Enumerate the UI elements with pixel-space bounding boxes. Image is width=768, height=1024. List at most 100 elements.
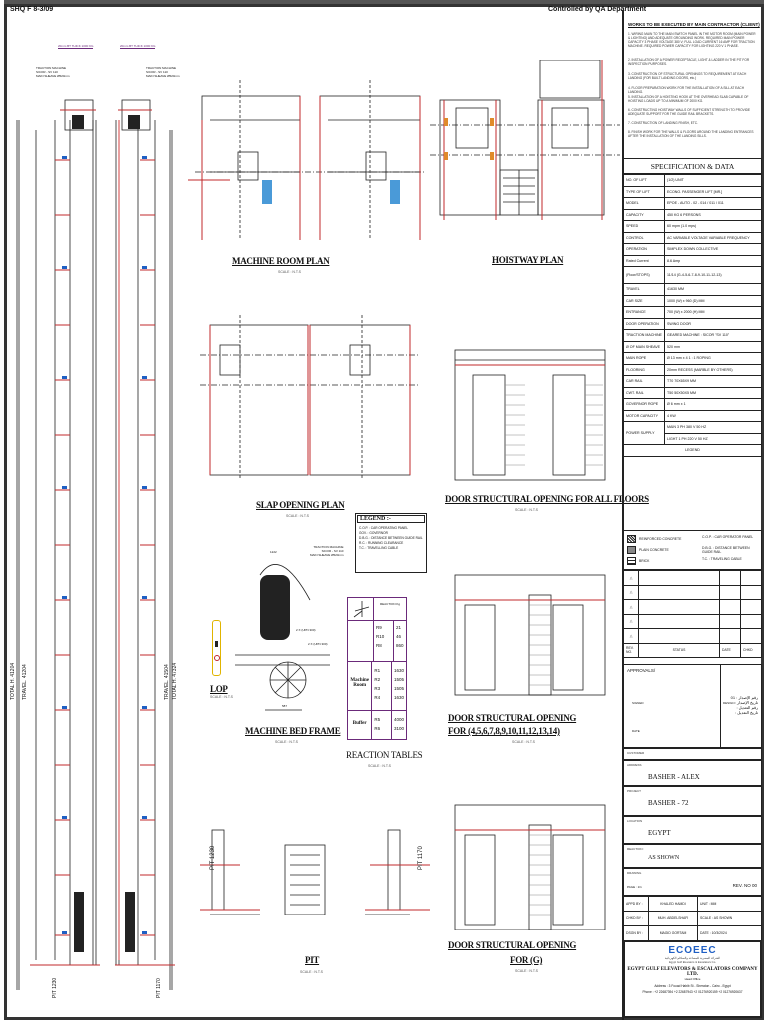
revision-row: △: [623, 628, 762, 644]
note-item: 8. FINISH WORK FOR THE WALLS & FLOORS AR…: [628, 130, 754, 138]
machine-bed-frame-title: MACHINE BED FRAME: [245, 726, 341, 736]
company-name: EGYPT GULF ELEVATORS & ESCALATORS COMPAN…: [627, 967, 758, 977]
drawing-box: DRAWING PAGE : 1/1 REV. NO 00: [623, 868, 762, 896]
sweep-dim: 1222: [270, 550, 277, 554]
pit-scale: SCALE : N.T.S: [300, 970, 323, 974]
machine-room-group: Machine Room: [348, 662, 373, 710]
machine-room-plan-drawing: [188, 80, 425, 240]
customer-box: CUSTOMER: [623, 748, 762, 760]
company-block: ECOEEC الشركة المصرية للمصاعد والسلالم ا…: [623, 940, 762, 1018]
revision-row: △: [623, 570, 762, 586]
buffer-group: Buffer: [348, 711, 373, 739]
reaction-box: REACTION : AS SHOWN: [623, 844, 762, 868]
contractor-notes-title: WORKS TO BE EXECUTED BY MAIN CONTRACTOR …: [628, 22, 760, 27]
door-g-title-line2: FOR (G): [510, 955, 543, 965]
pit-title: PIT: [305, 955, 320, 965]
slab-opening-plan-title: SLAP OPENING PLAN: [256, 500, 345, 510]
beam-note-2: 2 X (UPN 300): [308, 642, 328, 646]
reaction-diagram-icon: [348, 598, 374, 620]
company-logo: ECOEEC: [668, 945, 717, 956]
location-box: LOCATION EGYPT: [623, 816, 762, 844]
legend-title: LEGEND :-: [357, 515, 425, 523]
door-opening-all-floors-drawing: [454, 349, 606, 481]
display-icon: [215, 641, 218, 647]
control-panel-symbol: [262, 180, 272, 204]
sheet-top-border: [4, 0, 764, 6]
drawing-sheet-frame: [4, 4, 764, 1020]
hoistway-plan-drawing: [430, 60, 620, 220]
door-g-scale: SCALE : N.T.S: [515, 969, 538, 973]
revision-triangle-icon: △: [623, 584, 639, 600]
legend-item: T.C. : TRAVELLING CABLE: [359, 546, 399, 550]
machine-room-plan-scale: SCALE : N.T.S: [278, 270, 301, 274]
machine-note: TRACTION MACHINE SICOR - SV 110 MAIN SHE…: [310, 545, 344, 557]
door-all-floors-scale: SCALE : N.T.S: [515, 508, 538, 512]
reaction-tables-scale: SCALE : N.T.S: [368, 764, 391, 768]
legend-item: R.C. : RUNNING CLEARANCE: [359, 541, 404, 545]
door-g-title-line1: DOOR STRUCTURAL OPENING: [448, 940, 577, 950]
pit-depth-right: PIT 1170: [418, 846, 424, 870]
traction-machine-symbol: [260, 575, 290, 640]
legend-item: D.B.G. : DISTANCE BETWEEN GUIDE RAIL: [359, 536, 423, 540]
company-phones: Phone : +2 22687394 +2 22687943 +2 01276…: [642, 990, 743, 994]
arabic-issue-info: رقم الإصدار : 01 تاريخ الإصدار : رقم الت…: [730, 695, 758, 715]
door-opening-4-14-drawing: [454, 574, 606, 696]
title-block-panel: [622, 10, 764, 1020]
project-box: PROJECT BASHER - 72: [623, 786, 762, 816]
form-code: SHQ F 8-3/09: [10, 6, 54, 13]
note-item: 2. INSTALLATION OF A POWER RECEPTACLE, L…: [628, 58, 750, 66]
revision-number: REV. NO 00: [732, 883, 757, 888]
revision-row: △: [623, 584, 762, 600]
spec-row: NO. OF LIFT(1/2) UNIT: [623, 174, 762, 187]
approvals-box: APPROVALS/ SIGNED DATE DESIGN رقم الإصدا…: [623, 664, 762, 748]
note-item: 5. INSTALLATION OF A HOISTING HOOK AT TH…: [628, 95, 749, 103]
plain-concrete-swatch: [627, 546, 636, 554]
lop-scale: SCALE : N.T.S: [210, 695, 233, 699]
machine-room-plan-title: MACHINE ROOM PLAN: [232, 256, 330, 266]
location-value: EGYPT: [648, 829, 671, 837]
legend-panel: LEGEND :- C.O.P. : CAR OPERATING PANEL G…: [355, 513, 427, 573]
project-value: BASHER - 72: [648, 799, 689, 807]
door-4-14-title-line2: FOR (4,5,6,7,8,9,10,11,12,13,14): [448, 726, 560, 736]
brick-swatch: [627, 557, 636, 565]
spec-row: LEGEND: [623, 444, 762, 457]
reinforced-concrete-swatch: [627, 535, 636, 543]
reaction-value: AS SHOWN: [648, 855, 680, 861]
landing-operating-panel: [212, 620, 221, 676]
beam-note-1: 2 X (UPN 300): [296, 628, 316, 632]
revision-row: △: [623, 613, 762, 629]
legend-item: C.O.P. : CAR OPERATING PANEL: [359, 526, 409, 530]
slab-note-right: 20mm BT THICK 1000 KG: [120, 44, 156, 49]
hoistway-plan-title: HOISTWAY PLAN: [492, 255, 564, 265]
revision-triangle-icon: △: [623, 599, 639, 615]
revision-triangle-icon: △: [623, 613, 639, 629]
frame-width-dim: 587: [282, 704, 288, 708]
note-item: 3. CONSTRUCTION OF STRUCTURAL OPENINGS T…: [628, 72, 747, 80]
lop-title: LOP: [210, 684, 228, 694]
door-4-14-title-line1: DOOR STRUCTURAL OPENING: [448, 713, 577, 723]
spec-row: (Floor/STOPS)11/14 (G-4-5-6-7-8-9-10-11-…: [623, 266, 762, 284]
page-number: PAGE : 1/1: [627, 885, 642, 889]
note-item: 6. CONSTRUCTING HOISTWAY WALLS OF SUFFIC…: [628, 108, 751, 116]
machine-note-left: TRACTION MACHINE SICOR - SV 110 MAIN SHE…: [36, 66, 70, 78]
machine-bed-frame-scale: SCALE : N.T.S: [275, 740, 298, 744]
reaction-tables-title: REACTION TABLES: [346, 750, 423, 760]
reaction-header: REACTION Kg: [379, 602, 400, 606]
